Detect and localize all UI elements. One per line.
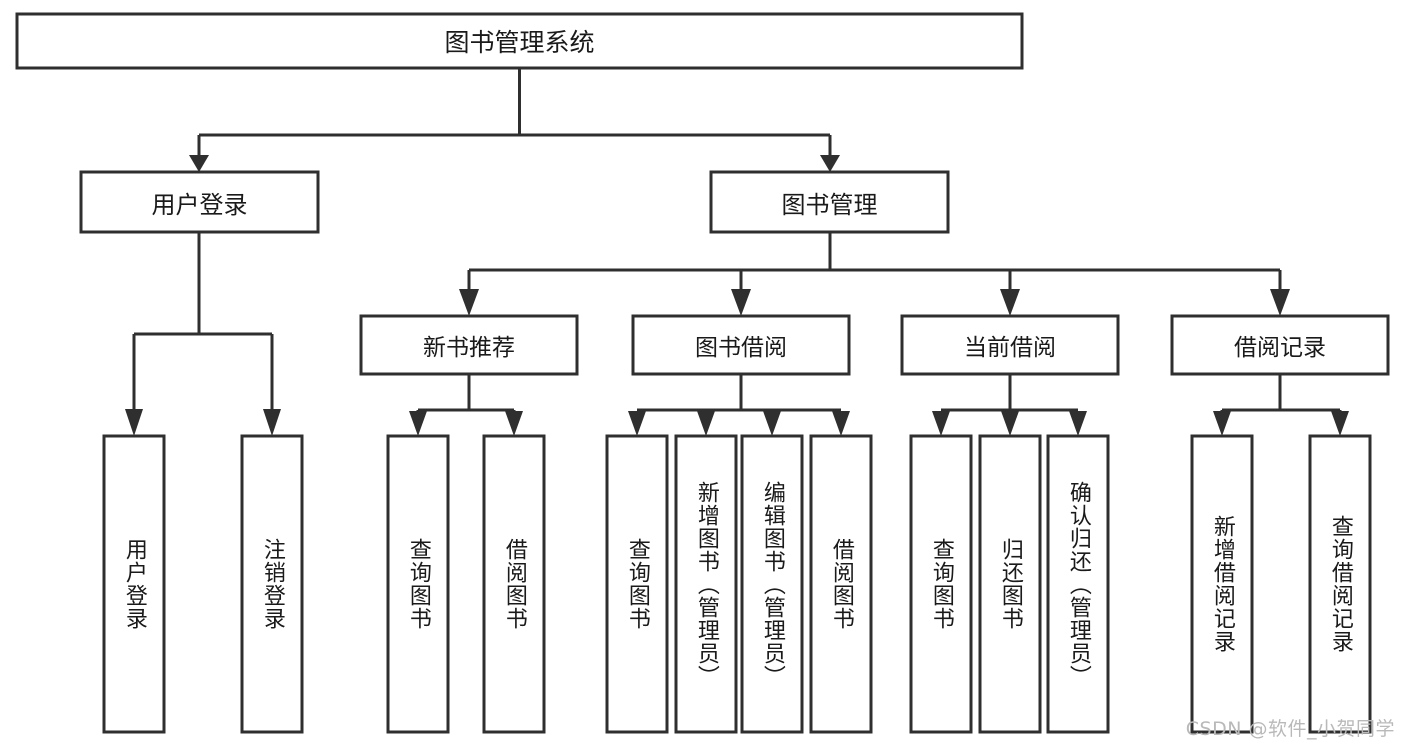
node-borrow-record[interactable]	[1170, 314, 1390, 376]
arrow-head-leaf-add-book	[697, 411, 715, 436]
arrow-head-borrow-record	[1270, 289, 1290, 316]
arrow-head-leaf-query-record	[1331, 411, 1349, 436]
node-leaf-edit-book[interactable]	[740, 434, 804, 734]
arrow-head-leaf-query-book-1	[409, 411, 427, 436]
node-leaf-confirm-return[interactable]	[1046, 434, 1110, 734]
node-leaf-return-book[interactable]	[978, 434, 1042, 734]
arrow-head-user-login	[189, 155, 209, 172]
arrow-head-new-book-recommend	[459, 289, 479, 316]
node-user-login[interactable]	[79, 170, 320, 234]
arrow-head-leaf-borrow-book-2	[832, 411, 850, 436]
arrow-head-current-borrow	[1000, 289, 1020, 316]
node-leaf-add-record[interactable]	[1190, 434, 1254, 734]
node-leaf-user-login[interactable]	[102, 434, 166, 734]
box-layer	[15, 12, 1390, 734]
node-root[interactable]	[15, 12, 1024, 70]
arrow-head-book-borrow	[731, 289, 751, 316]
arrow-head-leaf-query-book-2	[628, 411, 646, 436]
arrow-head-leaf-borrow-book-1	[505, 411, 523, 436]
arrow-head-leaf-edit-book	[763, 411, 781, 436]
node-leaf-borrow-book-1[interactable]	[482, 434, 546, 734]
node-leaf-query-record[interactable]	[1308, 434, 1372, 734]
arrow-head-leaf-query-book-3	[932, 411, 950, 436]
node-book-management[interactable]	[709, 170, 950, 234]
node-leaf-query-book-1[interactable]	[386, 434, 450, 734]
node-book-borrow[interactable]	[631, 314, 851, 376]
node-current-borrow[interactable]	[900, 314, 1120, 376]
node-new-book-recommend[interactable]	[359, 314, 579, 376]
arrow-head-leaf-user-login	[125, 409, 143, 436]
node-leaf-logout-login[interactable]	[240, 434, 304, 734]
watermark-text: CSDN @软件_小贺同学	[1185, 718, 1395, 740]
arrow-head-leaf-return-book	[1001, 411, 1019, 436]
arrow-head-leaf-confirm-return	[1069, 411, 1087, 436]
connector-layer	[125, 68, 1349, 436]
node-leaf-borrow-book-2[interactable]	[809, 434, 873, 734]
arrow-head-leaf-logout-login	[263, 409, 281, 436]
node-leaf-query-book-3[interactable]	[909, 434, 973, 734]
arrow-head-book-management	[820, 155, 840, 172]
node-leaf-query-book-2[interactable]	[605, 434, 669, 734]
node-leaf-add-book[interactable]	[674, 434, 738, 734]
arrow-head-leaf-add-record	[1213, 411, 1231, 436]
